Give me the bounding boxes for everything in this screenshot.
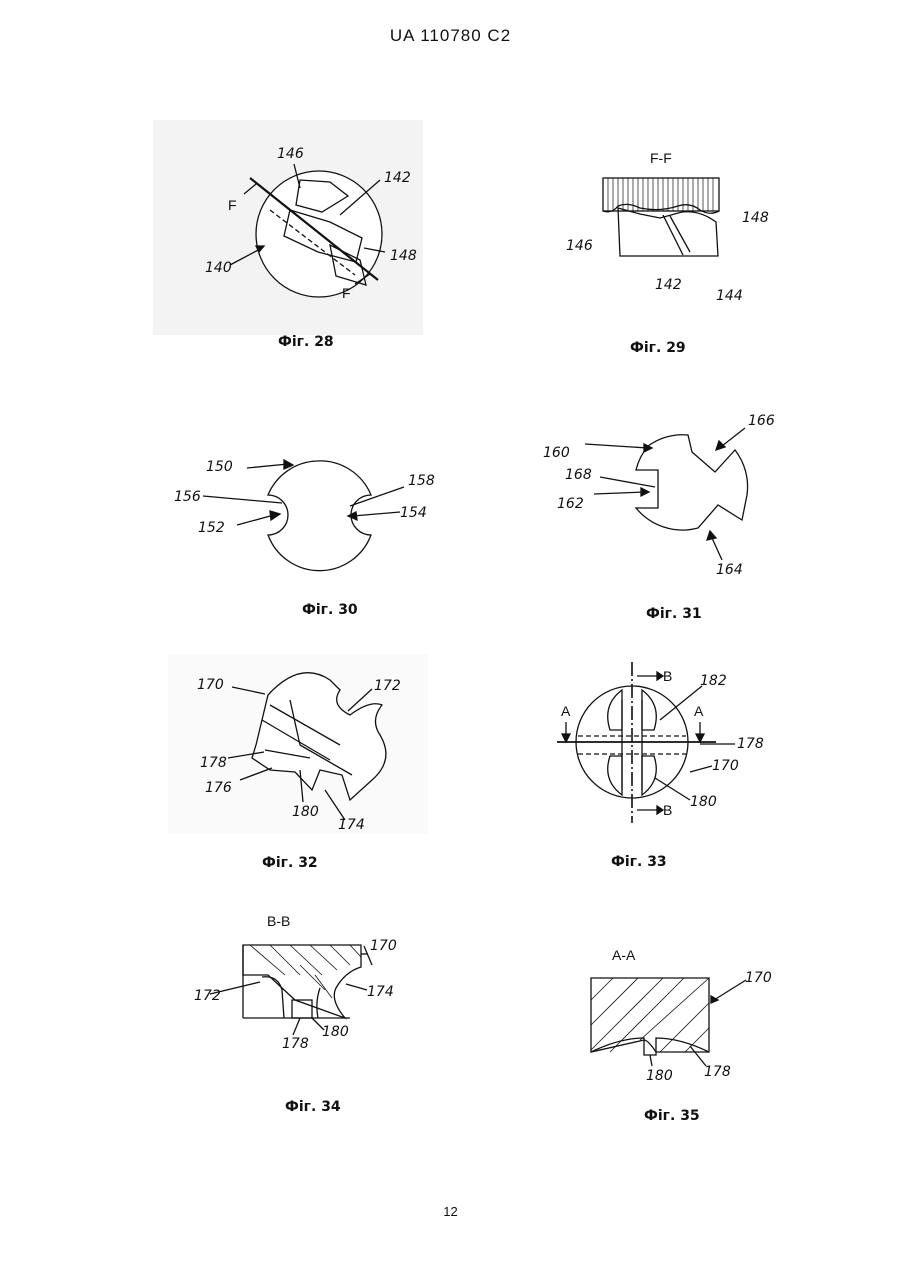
label-b-bottom: B xyxy=(663,802,672,818)
label-f-top: F xyxy=(228,197,237,213)
figure-34-drawing xyxy=(210,945,372,1035)
label-178: 178 xyxy=(282,1036,309,1052)
label-142: 142 xyxy=(384,170,411,186)
figure-caption-33: Фіг. 33 xyxy=(611,854,667,870)
label-144: 144 xyxy=(716,288,743,304)
label-156: 156 xyxy=(174,489,201,505)
figure-caption-35: Фіг. 35 xyxy=(644,1108,700,1124)
label-180: 180 xyxy=(690,794,717,810)
figure-30-drawing xyxy=(203,460,404,571)
label-178: 178 xyxy=(200,755,227,771)
figure-caption-28: Фіг. 28 xyxy=(278,334,334,350)
label-148: 148 xyxy=(742,210,769,226)
figure-35-drawing xyxy=(591,978,746,1066)
label-174: 174 xyxy=(338,817,365,833)
label-142: 142 xyxy=(655,277,682,293)
figure-caption-32: Фіг. 32 xyxy=(262,855,318,871)
label-180: 180 xyxy=(322,1024,349,1040)
label-182: 182 xyxy=(700,673,727,689)
label-180: 180 xyxy=(646,1068,673,1084)
label-168: 168 xyxy=(565,467,592,483)
page-number: 12 xyxy=(0,1204,901,1219)
label-176: 176 xyxy=(205,780,232,796)
label-140: 140 xyxy=(205,260,232,276)
label-a-right: A xyxy=(694,703,704,719)
label-164: 164 xyxy=(716,562,743,578)
label-172: 172 xyxy=(194,988,221,1004)
label-170: 170 xyxy=(712,758,739,774)
figure-caption-29: Фіг. 29 xyxy=(630,340,686,356)
label-172: 172 xyxy=(374,678,401,694)
section-label-a-a: A-A xyxy=(612,947,636,963)
label-154: 154 xyxy=(400,505,427,521)
label-158: 158 xyxy=(408,473,435,489)
label-160: 160 xyxy=(543,445,570,461)
label-146: 146 xyxy=(277,146,304,162)
label-180: 180 xyxy=(292,804,319,820)
section-label-b-b: B-B xyxy=(267,913,290,929)
figure-caption-34: Фіг. 34 xyxy=(285,1099,341,1115)
label-178: 178 xyxy=(704,1064,731,1080)
figure-31-drawing xyxy=(585,428,748,560)
figure-caption-31: Фіг. 31 xyxy=(646,606,702,622)
label-170: 170 xyxy=(197,677,224,693)
label-146: 146 xyxy=(566,238,593,254)
label-150: 150 xyxy=(206,459,233,475)
label-152: 152 xyxy=(198,520,225,536)
label-b-top: B xyxy=(663,668,672,684)
label-162: 162 xyxy=(557,496,584,512)
label-f-bottom: F xyxy=(342,285,351,301)
label-148: 148 xyxy=(390,248,417,264)
label-174: 174 xyxy=(367,984,394,1000)
label-a-left: A xyxy=(561,703,571,719)
label-170: 170 xyxy=(745,970,772,986)
label-166: 166 xyxy=(748,413,775,429)
section-label-f-f: F-F xyxy=(650,150,672,166)
figure-caption-30: Фіг. 30 xyxy=(302,602,358,618)
figure-29-drawing xyxy=(603,178,719,256)
label-178: 178 xyxy=(737,736,764,752)
label-170: 170 xyxy=(370,938,397,954)
